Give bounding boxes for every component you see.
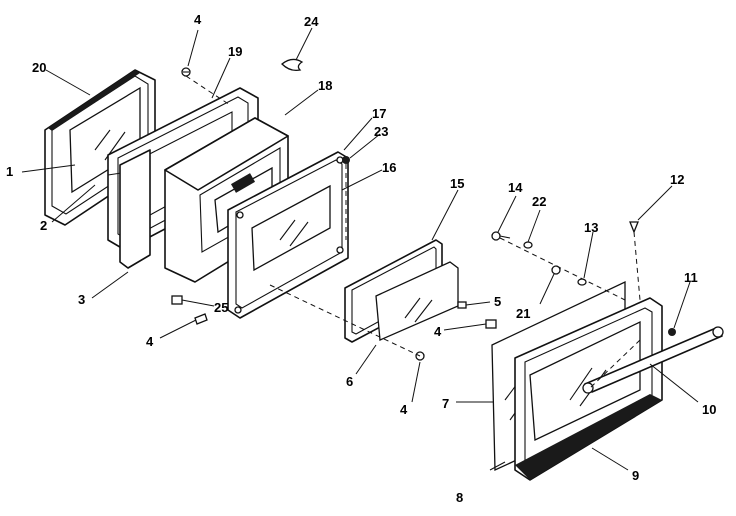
screw-4-top-icon	[181, 67, 191, 77]
callout-24: 24	[304, 14, 319, 29]
clip-24-icon	[281, 58, 304, 72]
callout-25: 25	[214, 300, 228, 315]
assembly-lines	[185, 75, 641, 389]
callout-19: 19	[228, 44, 242, 59]
part-20-inner-liner	[44, 69, 156, 226]
callout-7: 7	[442, 396, 449, 411]
part-3-spacer	[119, 149, 151, 269]
callout-18: 18	[318, 78, 332, 93]
leader-lines	[21, 27, 699, 471]
screw-12-icon	[629, 221, 639, 234]
clip-5-icon	[457, 301, 467, 309]
callout-20: 20	[32, 60, 46, 75]
callout-13: 13	[584, 220, 598, 235]
callout-21: 21	[516, 306, 530, 321]
callout-6: 6	[346, 374, 353, 389]
callout-1: 1	[6, 164, 13, 179]
callout-8: 8	[456, 490, 463, 505]
callout-11: 11	[684, 270, 698, 285]
part-15-glass-retainer	[344, 239, 459, 343]
hardware	[171, 58, 676, 471]
part-16-inner-glass-frame	[227, 151, 349, 319]
callout-5: 5	[494, 294, 501, 309]
callout-9: 9	[632, 468, 639, 483]
bracket-25-icon	[171, 295, 183, 305]
pin-8-icon	[489, 461, 506, 471]
callout-4-mid: 4	[434, 324, 442, 339]
callout-labels: 1 2 3 4 4 4 4 5 6 7 8 9 10 11 12 13 14 1…	[6, 12, 716, 505]
callout-3: 3	[78, 292, 85, 307]
callout-23: 23	[374, 124, 388, 139]
callout-10: 10	[702, 402, 716, 417]
part-10-handle	[582, 326, 724, 394]
callout-4-bottom: 4	[400, 402, 408, 417]
callout-12: 12	[670, 172, 684, 187]
callout-22: 22	[532, 194, 546, 209]
spacer-11-icon	[668, 328, 676, 336]
callout-4-top: 4	[194, 12, 202, 27]
screw-4-mid-icon	[485, 319, 497, 329]
screw-4-lower-left-icon	[194, 313, 208, 325]
washer-22-icon	[523, 241, 533, 249]
callout-17: 17	[372, 106, 386, 121]
callout-14: 14	[508, 180, 523, 195]
screw-14-icon	[491, 231, 511, 241]
callout-15: 15	[450, 176, 464, 191]
callout-4-lower-left: 4	[146, 334, 154, 349]
callout-2: 2	[40, 218, 47, 233]
spacer-21-icon	[551, 265, 561, 275]
callout-16: 16	[382, 160, 396, 175]
grommet-23-icon	[342, 156, 350, 164]
